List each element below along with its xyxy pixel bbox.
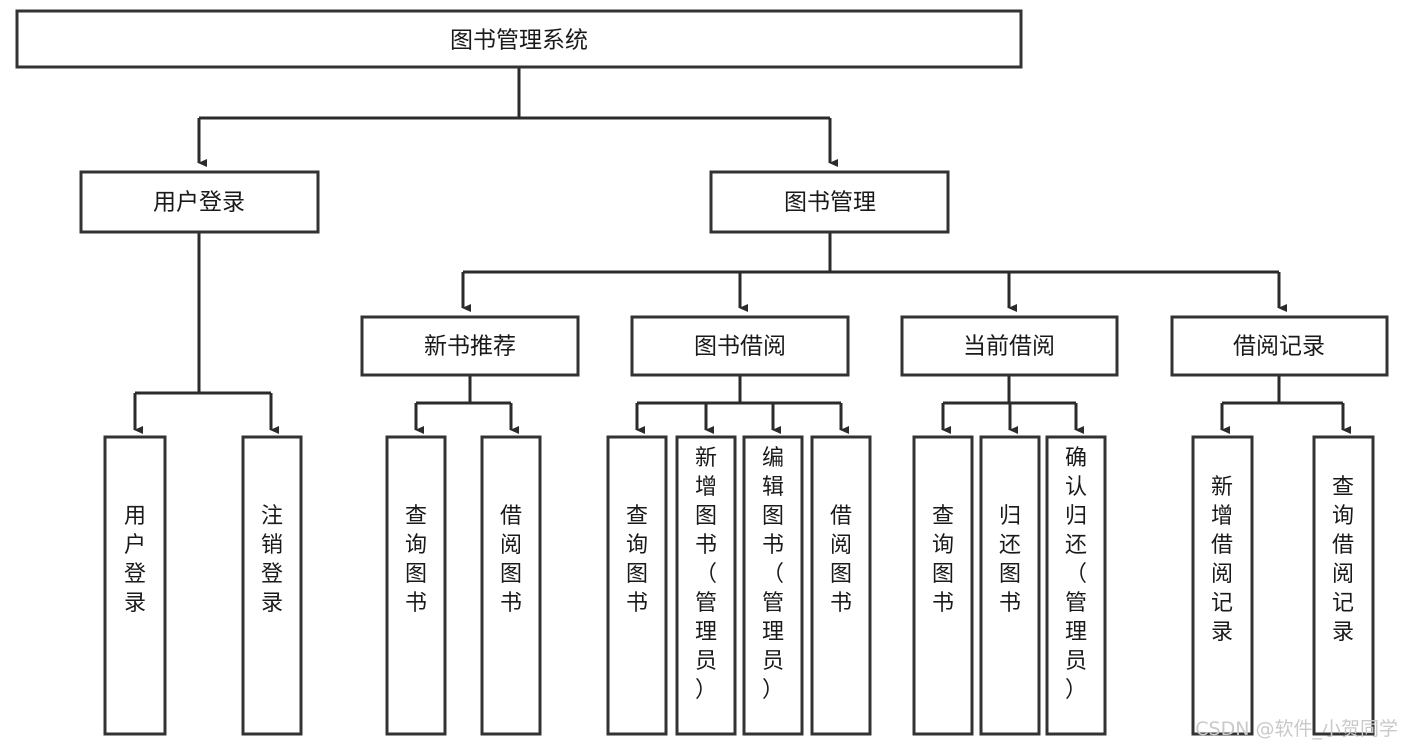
node-user-login[interactable]: 用户登录 xyxy=(79,170,320,234)
node-current-borrow-label: 当前借阅 xyxy=(963,334,1055,360)
leaf-new-book-1-label: 查询图书 xyxy=(405,504,427,616)
leaf-book-borrow-1-label: 查询图书 xyxy=(626,504,648,616)
leaf-user-login-1[interactable]: 用户登录 xyxy=(103,435,167,736)
leaf-current-borrow-2-label: 归还图书 xyxy=(999,504,1021,616)
leaf-book-borrow-3[interactable]: 编辑图书（管理员） xyxy=(742,435,804,736)
leaf-book-borrow-4-label: 借阅图书 xyxy=(830,504,852,616)
leaf-borrow-record-1-box[interactable] xyxy=(1191,435,1254,736)
leaf-current-borrow-3-label: 确认归还（管理员） xyxy=(1065,446,1087,703)
node-borrow-record-box[interactable] xyxy=(1170,315,1389,377)
node-book-manage-box[interactable] xyxy=(709,170,950,234)
leaf-book-borrow-3-label: 编辑图书（管理员） xyxy=(762,446,784,703)
leaf-user-login-1-label: 用户登录 xyxy=(124,504,146,616)
node-user-login-box[interactable] xyxy=(79,170,320,234)
leaf-book-borrow-1-box[interactable] xyxy=(606,435,668,736)
leaf-book-borrow-2-box[interactable] xyxy=(675,435,737,736)
node-book-borrow-label: 图书借阅 xyxy=(694,334,786,360)
node-root-system[interactable]: 图书管理系统 xyxy=(15,9,1023,69)
leaf-book-borrow-2-label: 新增图书（管理员） xyxy=(695,446,717,703)
node-book-borrow[interactable]: 图书借阅 xyxy=(630,315,850,377)
leaf-book-borrow-1[interactable]: 查询图书 xyxy=(606,435,668,736)
node-new-book-recommend-label: 新书推荐 xyxy=(424,334,516,360)
leaf-borrow-record-1[interactable]: 新增借阅记录 xyxy=(1191,435,1254,736)
node-current-borrow-box[interactable] xyxy=(900,315,1119,377)
leaf-current-borrow-1-box[interactable] xyxy=(912,435,974,736)
leaf-current-borrow-2[interactable]: 归还图书 xyxy=(979,435,1041,736)
leaf-book-borrow-3-box[interactable] xyxy=(742,435,804,736)
leaf-current-borrow-3-box[interactable] xyxy=(1045,435,1107,736)
leaf-current-borrow-1-label: 查询图书 xyxy=(932,504,954,616)
leaf-book-borrow-4[interactable]: 借阅图书 xyxy=(810,435,872,736)
leaf-user-login-2[interactable]: 注销登录 xyxy=(241,435,303,736)
leaf-user-login-1-box[interactable] xyxy=(103,435,167,736)
leaf-current-borrow-2-box[interactable] xyxy=(979,435,1041,736)
leaf-book-borrow-2[interactable]: 新增图书（管理员） xyxy=(675,435,737,736)
node-new-book-recommend-box[interactable] xyxy=(360,315,580,377)
leaf-new-book-1-box[interactable] xyxy=(385,435,447,736)
leaf-book-borrow-4-box[interactable] xyxy=(810,435,872,736)
leaf-new-book-2-label: 借阅图书 xyxy=(500,504,522,616)
connector-layer xyxy=(133,67,1351,434)
leaf-borrow-record-2[interactable]: 查询借阅记录 xyxy=(1312,435,1375,736)
csdn-watermark: CSDN @软件_小贺同学 xyxy=(1195,718,1398,740)
node-root-label: 图书管理系统 xyxy=(450,28,588,54)
node-borrow-record[interactable]: 借阅记录 xyxy=(1170,315,1389,377)
leaf-borrow-record-2-box[interactable] xyxy=(1312,435,1375,736)
leaf-user-login-2-box[interactable] xyxy=(241,435,303,736)
node-book-manage[interactable]: 图书管理 xyxy=(709,170,950,234)
node-current-borrow[interactable]: 当前借阅 xyxy=(900,315,1119,377)
node-new-book-recommend[interactable]: 新书推荐 xyxy=(360,315,580,377)
node-root-box[interactable] xyxy=(15,9,1023,69)
leaf-new-book-1[interactable]: 查询图书 xyxy=(385,435,447,736)
node-book-borrow-box[interactable] xyxy=(630,315,850,377)
leaf-new-book-2-box[interactable] xyxy=(480,435,542,736)
node-user-login-label: 用户登录 xyxy=(153,190,245,216)
node-book-manage-label: 图书管理 xyxy=(784,190,876,216)
leaf-current-borrow-1[interactable]: 查询图书 xyxy=(912,435,974,736)
leaf-current-borrow-3[interactable]: 确认归还（管理员） xyxy=(1045,435,1107,736)
leaf-borrow-record-1-label: 新增借阅记录 xyxy=(1211,475,1233,645)
node-borrow-record-label: 借阅记录 xyxy=(1233,334,1325,360)
leaf-new-book-2[interactable]: 借阅图书 xyxy=(480,435,542,736)
leaf-user-login-2-label: 注销登录 xyxy=(261,504,283,616)
leaf-borrow-record-2-label: 查询借阅记录 xyxy=(1332,475,1354,645)
